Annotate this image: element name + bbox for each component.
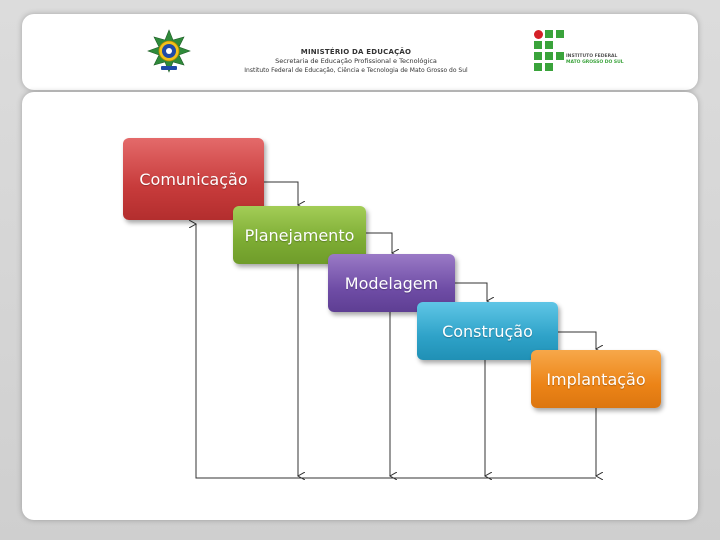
ministry-title: MINISTÉRIO DA EDUCAÇÃO: [300, 48, 412, 56]
institute-line-2: MATO GROSSO DO SUL: [566, 60, 624, 65]
header-banner: [22, 14, 698, 90]
secretariat-title: Secretaria de Educação Profissional e Te…: [275, 57, 437, 65]
connector-3-4: [455, 282, 487, 301]
header-text: MINISTÉRIO DA EDUCAÇÃO Secretaria de Edu…: [236, 48, 476, 75]
step-implantacao: Implantação: [531, 350, 661, 408]
institute-title: Instituto Federal de Educação, Ciência e…: [244, 67, 468, 74]
institute-line-1: INSTITUTO FEDERAL: [566, 54, 618, 59]
brazil-coat-of-arms-icon: [147, 29, 191, 73]
feedback-return-line: [196, 224, 596, 479]
institute-logo-text: INSTITUTO FEDERAL MATO GROSSO DO SUL: [566, 54, 624, 66]
connector-4-5: [558, 331, 596, 349]
connector-1-2: [264, 181, 298, 205]
connector-2-3: [366, 232, 392, 253]
